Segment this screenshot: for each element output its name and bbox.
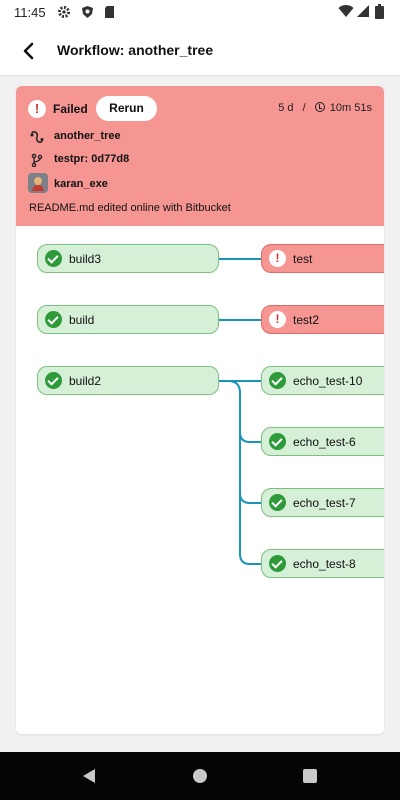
- workflow-duration: 10m 51s: [329, 102, 372, 114]
- settings-icon: [58, 6, 70, 18]
- success-check-icon: [45, 311, 62, 328]
- job-label: echo_test-6: [293, 435, 356, 449]
- nav-recents-icon[interactable]: [303, 769, 317, 783]
- commit-message: README.md edited online with Bitbucket: [29, 202, 231, 214]
- shield-icon: [82, 6, 93, 18]
- nav-back-icon[interactable]: [83, 769, 95, 783]
- job-label: build3: [69, 252, 102, 266]
- wifi-icon: [338, 5, 354, 18]
- success-check-icon: [269, 372, 286, 389]
- user-name: karan_exe: [54, 178, 108, 190]
- job-label: echo_test-10: [293, 374, 363, 388]
- failed-alert-icon: [269, 250, 286, 267]
- job-label: test: [293, 252, 313, 266]
- job-build3[interactable]: build3: [37, 244, 219, 273]
- workflow-header: Failed Rerun 5 d / 10m 51s another_tree …: [16, 86, 384, 226]
- clock-icon: [314, 102, 325, 112]
- system-nav-bar: [0, 752, 400, 800]
- status-bar: 11:45: [0, 0, 400, 26]
- battery-icon: [375, 4, 384, 19]
- workflow-icon: [30, 131, 44, 143]
- branch-commit: testpr: 0d77d8: [54, 153, 130, 165]
- nav-home-icon[interactable]: [193, 769, 207, 783]
- app-bar: Workflow: another_tree: [0, 26, 400, 76]
- job-label: test2: [293, 313, 320, 327]
- job-echo-test-8[interactable]: echo_test-8: [261, 549, 384, 578]
- job-label: echo_test-7: [293, 496, 356, 510]
- page-title: Workflow: another_tree: [57, 42, 214, 58]
- job-echo-test-6[interactable]: echo_test-6: [261, 427, 384, 456]
- success-check-icon: [269, 494, 286, 511]
- workflow-card: Failed Rerun 5 d / 10m 51s another_tree …: [16, 86, 384, 734]
- job-test2[interactable]: test2: [261, 305, 384, 334]
- branch-icon: [31, 153, 43, 167]
- workflow-name: another_tree: [54, 130, 121, 142]
- job-connectors: [218, 258, 262, 565]
- job-build2[interactable]: build2: [37, 366, 219, 395]
- meta-separator: /: [302, 102, 306, 114]
- job-test[interactable]: test: [261, 244, 384, 273]
- status-time: 11:45: [14, 5, 46, 20]
- job-echo-test-10[interactable]: echo_test-10: [261, 366, 384, 395]
- avatar: [28, 173, 48, 193]
- workflow-age: 5 d: [278, 102, 294, 114]
- rerun-button[interactable]: Rerun: [96, 96, 157, 121]
- failed-status-icon: [28, 100, 46, 118]
- back-arrow-icon[interactable]: [18, 40, 40, 62]
- sd-card-icon: [105, 6, 114, 18]
- success-check-icon: [45, 250, 62, 267]
- job-label: build: [69, 313, 95, 327]
- failed-alert-icon: [269, 311, 286, 328]
- job-build[interactable]: build: [37, 305, 219, 334]
- success-check-icon: [269, 555, 286, 572]
- job-echo-test-7[interactable]: echo_test-7: [261, 488, 384, 517]
- job-label: echo_test-8: [293, 557, 356, 571]
- workflow-graph: build3 test build test2 build2 echo_test…: [16, 226, 384, 734]
- signal-icon: [357, 5, 369, 17]
- success-check-icon: [269, 433, 286, 450]
- workflow-status: Failed: [53, 102, 88, 116]
- job-label: build2: [69, 374, 102, 388]
- success-check-icon: [45, 372, 62, 389]
- workflow-meta: 5 d / 10m 51s: [278, 102, 372, 114]
